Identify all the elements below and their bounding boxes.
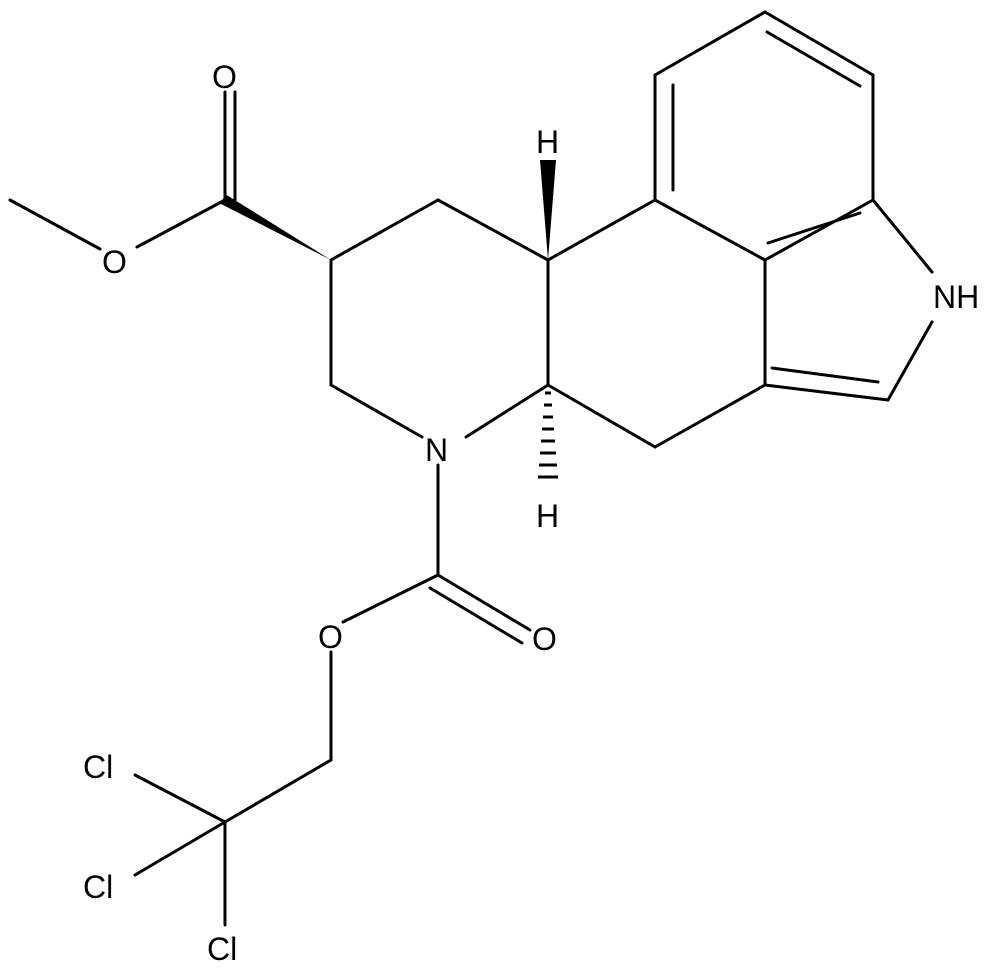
bond	[341, 573, 440, 624]
bond	[464, 383, 550, 439]
bond	[223, 758, 333, 824]
bond	[653, 383, 767, 449]
wedge-bond	[221, 194, 331, 260]
atom-label-n: N	[425, 432, 448, 468]
atom-label-h: H	[536, 124, 559, 160]
bond	[133, 773, 227, 824]
bond	[653, 198, 767, 262]
atom-label-o: O	[212, 59, 237, 95]
bond	[763, 10, 875, 77]
bond	[653, 10, 767, 77]
bond	[766, 211, 862, 245]
atom-label-cl: Cl	[83, 869, 113, 905]
bond	[135, 198, 227, 249]
atom-label-o: O	[102, 244, 127, 280]
bond-lines	[8, 10, 934, 927]
bond	[770, 366, 880, 384]
atom-label-h: H	[536, 498, 559, 534]
atom-label-cl: Cl	[83, 749, 113, 785]
bond	[765, 30, 862, 88]
hashed-bond	[538, 391, 558, 479]
bond	[763, 383, 890, 402]
bond	[763, 198, 875, 262]
bond	[428, 586, 524, 645]
bond	[546, 383, 657, 449]
atom-label-o: O	[318, 619, 343, 655]
bond	[436, 573, 532, 632]
bond	[546, 198, 657, 262]
bond	[133, 820, 227, 877]
atom-label-cl: Cl	[207, 931, 237, 967]
bond	[436, 198, 550, 262]
bond	[329, 383, 424, 439]
atom-label-o: O	[532, 621, 557, 657]
bond	[886, 320, 934, 402]
wedge-bond	[540, 160, 556, 260]
atom-label-nh: NH	[933, 279, 979, 315]
bond	[8, 198, 102, 251]
bond	[329, 198, 440, 262]
bond	[871, 198, 934, 274]
